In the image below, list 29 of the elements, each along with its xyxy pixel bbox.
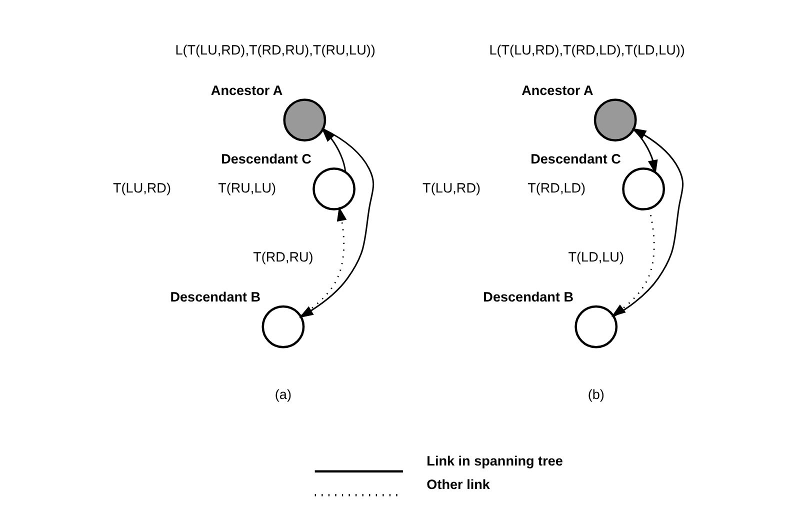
arrow	[322, 128, 346, 172]
node-label: Ancestor A	[210, 82, 283, 98]
node-label: Ancestor A	[522, 82, 594, 98]
legend-label: Link in spanning tree	[426, 453, 563, 468]
label: T(RU,LU)	[218, 180, 276, 196]
node-circle	[574, 305, 618, 348]
node-label: Descendant C	[530, 152, 621, 167]
label: T(LD,LU)	[568, 249, 624, 264]
arrow	[300, 206, 347, 316]
label: L(T(LU,RD),T(RD,LD),T(LD,LU))	[489, 42, 685, 58]
arrow	[299, 128, 374, 318]
arrow	[633, 129, 658, 174]
legend-label: Other link	[426, 477, 490, 492]
label: T(RD,RU)	[253, 249, 314, 264]
label: T(LU,RD)	[113, 180, 171, 196]
node-circle	[283, 98, 326, 142]
node-label: Descendant C	[221, 152, 312, 167]
label: L(T(LU,RD),T(RD,RU),T(RU,LU))	[175, 42, 376, 58]
node-circle	[622, 168, 666, 210]
arrow	[614, 128, 684, 317]
node-circle	[262, 305, 305, 348]
node-label: Descendant B	[170, 289, 261, 304]
node-circle	[312, 168, 356, 210]
label: (a)	[274, 387, 292, 402]
label: (b)	[588, 387, 604, 402]
label: T(RD,LD)	[528, 180, 586, 196]
label: T(LU,RD)	[422, 180, 481, 196]
node-circle	[594, 98, 637, 142]
node-label: Descendant B	[483, 289, 574, 304]
